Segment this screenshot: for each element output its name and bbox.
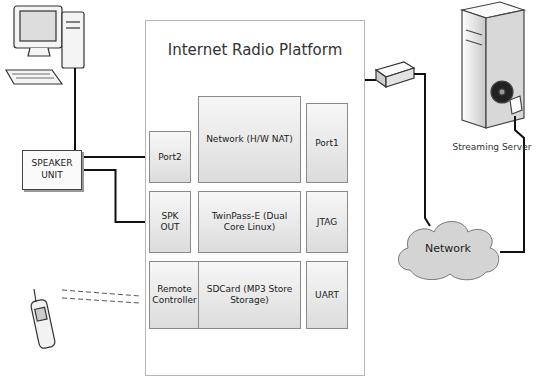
node-label: Port1 — [315, 138, 339, 149]
cable-connector — [82, 170, 149, 222]
wireless-signal — [62, 290, 140, 303]
module-box: SDCard (MP3 Store Storage) — [198, 261, 301, 329]
computer-icon — [6, 6, 84, 84]
port-box: Port1 — [306, 103, 348, 183]
device-label: Streaming Server — [452, 142, 532, 153]
module-box: TwinPass-E (Dual Core Linux) — [198, 191, 301, 253]
node-label: Internet Radio Platform — [168, 41, 343, 59]
cable — [75, 68, 149, 157]
server-icon — [462, 2, 524, 128]
node-label: TwinPass-E (Dual Core Linux) — [201, 211, 298, 233]
port-box: Port2 — [149, 131, 191, 183]
node-label: UART — [315, 290, 339, 301]
node-label: JTAG — [317, 217, 337, 228]
port-box: SPK OUT — [149, 191, 191, 253]
phone-icon — [30, 289, 56, 349]
cable — [414, 74, 430, 226]
node-label: Network — [425, 242, 471, 255]
network-cloud: Network — [392, 212, 504, 284]
node-label: Network (H/W NAT) — [206, 134, 293, 145]
cable — [500, 116, 524, 252]
port-box: UART — [306, 261, 348, 329]
node-label: Port2 — [158, 152, 182, 163]
router-icon — [376, 62, 414, 87]
node-label: Remote Controller — [152, 284, 197, 306]
node-label: SDCard (MP3 Store Storage) — [201, 284, 298, 306]
speaker-unit-box: SPEAKER UNIT — [22, 150, 82, 190]
platform-box: Internet Radio PlatformPort2 Network (H/W… — [145, 20, 365, 376]
module-box: Network (H/W NAT) — [198, 96, 301, 183]
node-label: SPK OUT — [152, 211, 188, 233]
port-box: Remote Controller — [149, 261, 200, 329]
port-box: JTAG — [306, 191, 348, 253]
node-label: SPEAKER UNIT — [26, 158, 78, 181]
